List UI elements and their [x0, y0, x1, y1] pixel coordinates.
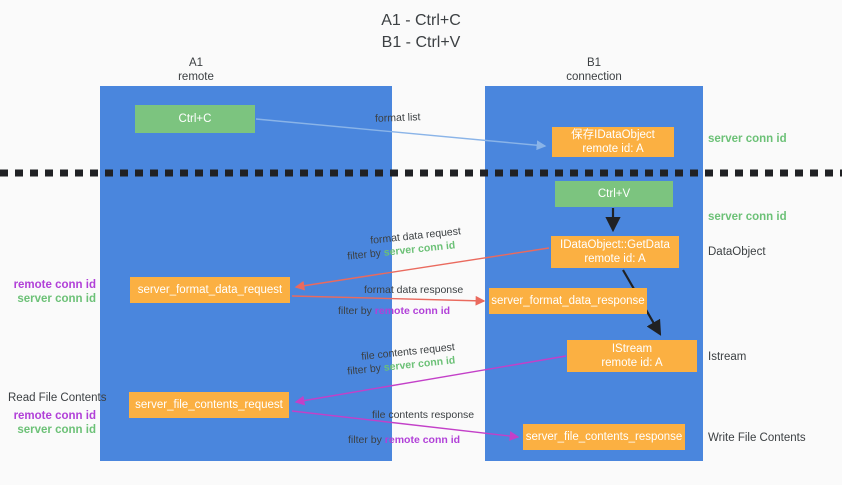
- swimlane-header-b1: B1 connection: [544, 57, 644, 84]
- node-server-format-data-response-label: server_format_data_response: [491, 295, 645, 307]
- node-server-format-data-response[interactable]: server_format_data_response: [489, 288, 647, 314]
- note-read-file-contents: Read File Contents: [8, 392, 107, 404]
- note-istream: Istream: [708, 351, 747, 363]
- filter-prefix: filter by: [338, 305, 375, 317]
- edge-label-format-data-response: format data response: [364, 284, 464, 296]
- page-title: A1 - Ctrl+C B1 - Ctrl+V: [0, 10, 842, 54]
- node-istream[interactable]: IStream remote id: A: [567, 340, 697, 372]
- node-server-file-contents-request[interactable]: server_file_contents_request: [129, 392, 289, 418]
- note-remote-conn-id: remote conn id: [13, 279, 96, 291]
- note-read-file-contents-group: Read File Contents: [8, 392, 188, 404]
- node-ctrl-v[interactable]: Ctrl+V: [555, 181, 673, 207]
- filter-value-remote-conn-id: remote conn id: [374, 305, 451, 317]
- node-ctrl-v-label: Ctrl+V: [597, 188, 631, 200]
- node-idataobject[interactable]: 保存IDataObject remote id: A: [552, 127, 674, 157]
- node-server-format-data-request-label: server_format_data_request: [137, 284, 283, 296]
- swimlane-b1-title: B1: [586, 57, 602, 69]
- note-server-conn-id: server conn id: [17, 424, 96, 436]
- note-write-file-contents: Write File Contents: [708, 432, 806, 444]
- swimlane-header-a1: A1 remote: [146, 57, 246, 84]
- title-line-1: A1 - Ctrl+C: [381, 12, 461, 29]
- node-server-file-contents-response-label: server_file_contents_response: [525, 431, 683, 443]
- node-server-file-contents-request-label: server_file_contents_request: [135, 399, 283, 411]
- filter-value-remote-conn-id: remote conn id: [384, 434, 461, 446]
- note-dataobject: DataObject: [708, 246, 766, 258]
- note-server-conn-id-top: server conn id: [708, 133, 787, 145]
- swimlane-a1-title: A1: [188, 57, 204, 69]
- note-conn-ids-format: remote conn id server conn id: [8, 278, 96, 306]
- node-idataobject-remote-id: remote id: A: [582, 143, 644, 155]
- node-server-file-contents-response[interactable]: server_file_contents_response: [523, 424, 685, 450]
- note-remote-conn-id: remote conn id: [13, 410, 96, 422]
- edge-label-format-list: format list: [374, 111, 421, 125]
- node-istream-remote-id: remote id: A: [601, 357, 663, 369]
- note-server-conn-id-mid: server conn id: [708, 211, 787, 223]
- title-line-2: B1 - Ctrl+V: [381, 34, 461, 51]
- node-getdata-remote-id: remote id: A: [584, 253, 646, 265]
- note-conn-ids-file: remote conn id server conn id: [8, 409, 96, 437]
- edge-label-file-contents-response-filter: filter by remote conn id: [348, 433, 460, 447]
- node-ctrl-c-label: Ctrl+C: [178, 113, 212, 125]
- filter-prefix: filter by: [346, 361, 385, 378]
- swimlane-a1-subtitle: remote: [178, 70, 214, 83]
- swimlane-b1-subtitle: connection: [566, 70, 622, 83]
- edge-label-file-contents-response: file contents response: [372, 409, 475, 421]
- filter-prefix: filter by: [348, 434, 385, 446]
- node-istream-label: IStream: [611, 343, 653, 355]
- note-server-conn-id: server conn id: [17, 293, 96, 305]
- node-getdata-label: IDataObject::GetData: [560, 239, 670, 251]
- phase-divider: [0, 169, 842, 177]
- edge-label-format-data-response-filter: filter by remote conn id: [338, 304, 450, 318]
- node-idataobject-label: 保存IDataObject: [571, 129, 655, 141]
- node-idataobject-getdata[interactable]: IDataObject::GetData remote id: A: [551, 236, 679, 268]
- node-server-format-data-request[interactable]: server_format_data_request: [130, 277, 290, 303]
- node-ctrl-c[interactable]: Ctrl+C: [135, 105, 255, 133]
- filter-prefix: filter by: [346, 246, 385, 263]
